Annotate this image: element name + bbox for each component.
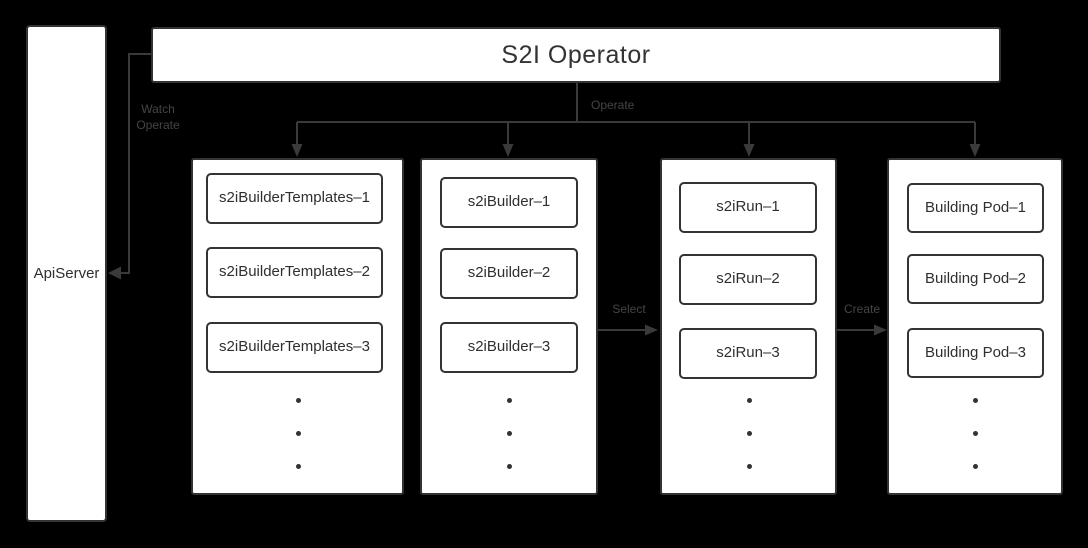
node-s2irun-1: s2iRun–1 [679,182,817,233]
ellipsis-dot [507,464,512,469]
wire-operate-trunk [297,83,975,123]
ellipsis-dot [973,398,978,403]
node-s2ibuilder-1: s2iBuilder–1 [440,177,578,228]
edge-label-watch-line2: Operate [136,118,180,132]
api-server-box: ApiServer [26,25,107,522]
node-s2ibuilder-3: s2iBuilder–3 [440,322,578,373]
column-s2ibuildertemplates: s2iBuilderTemplates–1 s2iBuilderTemplate… [191,158,404,495]
arrowhead-col4 [969,144,981,157]
column-s2irun: s2iRun–1 s2iRun–2 s2iRun–3 [660,158,837,495]
edge-label-select: Select [612,302,646,316]
edge-label-create: Create [843,302,881,316]
node-building-pod-1: Building Pod–1 [907,183,1044,233]
edge-label-watch-operate: Watch Operate [133,101,183,133]
ellipsis-dot [973,464,978,469]
arrowhead-create [874,324,887,336]
ellipsis-dot [746,431,752,436]
ellipsis-dot [746,398,752,403]
arrowhead-col1 [291,144,303,157]
ellipsis-dot [295,431,301,436]
ellipsis-dot [507,431,512,436]
ellipsis-dot [295,464,301,469]
node-s2ibuildertemplates-2: s2iBuilderTemplates–2 [206,247,383,298]
edge-label-operate: Operate [591,98,635,112]
node-s2ibuilder-2: s2iBuilder–2 [440,248,578,299]
wire-watch-operate [121,53,151,274]
ellipsis-dot [973,431,978,436]
node-s2irun-2: s2iRun–2 [679,254,817,305]
node-building-pod-2: Building Pod–2 [907,254,1044,304]
s2i-operator-box: S2I Operator [151,27,1001,83]
ellipsis-dot [507,398,512,403]
node-s2ibuildertemplates-3: s2iBuilderTemplates–3 [206,322,383,373]
arrowhead-col2 [502,144,514,157]
arrowhead-apiserver [108,266,121,280]
arrowhead-select [645,324,658,336]
node-s2irun-3: s2iRun–3 [679,328,817,379]
node-s2ibuildertemplates-1: s2iBuilderTemplates–1 [206,173,383,224]
column-s2ibuilder: s2iBuilder–1 s2iBuilder–2 s2iBuilder–3 [420,158,598,495]
ellipsis-dot [295,398,301,403]
api-server-label: ApiServer [33,265,100,282]
ellipsis-dot [746,464,752,469]
s2i-operator-title: S2I Operator [501,40,651,69]
edge-label-watch-line1: Watch [141,102,175,116]
arrowhead-col3 [743,144,755,157]
column-building-pod: Building Pod–1 Building Pod–2 Building P… [887,158,1063,495]
node-building-pod-3: Building Pod–3 [907,328,1044,378]
